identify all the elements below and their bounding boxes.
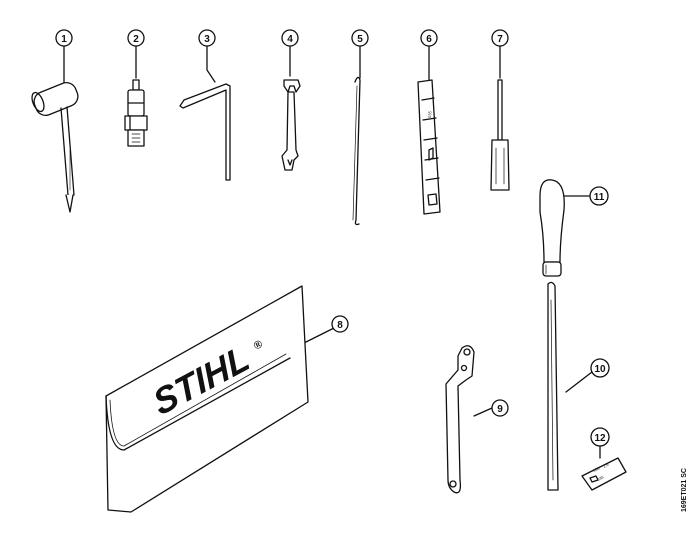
depth-gauge-part-12: 050 1.6 035 [581, 444, 627, 491]
callout-5: 5 [351, 29, 369, 47]
combination-wrench-part-1 [31, 45, 79, 213]
callout-leader-3 [206, 45, 216, 83]
hook-tool-part-5 [352, 45, 361, 226]
screwdriver-part-7 [490, 45, 510, 191]
callout-2: 2 [127, 29, 145, 47]
filing-gauge-part-6: 035 [417, 45, 441, 215]
callout-label-10: 10 [594, 364, 606, 375]
callout-label-3: 3 [204, 34, 210, 45]
gauge-6-marking: 035 [427, 110, 433, 118]
allen-key-part-3 [179, 45, 231, 181]
callout-3: 3 [198, 29, 216, 47]
callout-10: 10 [590, 358, 610, 378]
callout-label-6: 6 [426, 34, 432, 45]
file-handle-part-11 [539, 179, 591, 277]
gauge-12-marking-2: 1.6 [602, 462, 610, 469]
bar-wrench-part-9 [445, 345, 493, 494]
gauge-12-marking-1: 050 [592, 465, 601, 473]
callout-label-8: 8 [337, 320, 343, 331]
round-file-part-10 [547, 281, 593, 491]
callout-leader-8 [299, 327, 335, 346]
callout-1: 1 [55, 29, 73, 47]
callout-label-7: 7 [497, 34, 503, 45]
tool-pouch-part-8: STIHL ® [105, 285, 335, 513]
callout-label-9: 9 [497, 404, 503, 415]
callout-label-2: 2 [133, 34, 139, 45]
callout-7: 7 [491, 29, 509, 47]
callout-leader-9 [473, 407, 493, 417]
callout-label-1: 1 [61, 34, 67, 45]
callout-12: 12 [590, 427, 610, 447]
callout-11: 11 [589, 186, 609, 206]
callout-label-12: 12 [594, 433, 606, 444]
drawing-reference: 169ET021 SC [681, 468, 688, 512]
callout-8: 8 [331, 315, 349, 333]
callout-label-4: 4 [287, 34, 293, 45]
callouts: 1 2 3 4 5 6 7 8 9 10 11 12 [55, 29, 610, 447]
open-end-wrench-part-4 [281, 45, 301, 171]
callout-label-5: 5 [357, 34, 363, 45]
callout-leader-10 [565, 371, 593, 393]
callout-6: 6 [420, 29, 438, 47]
callout-label-11: 11 [594, 192, 605, 203]
callout-4: 4 [281, 29, 299, 47]
spark-plug-part-2 [124, 45, 148, 147]
gauge-12-marking-3: 035 [596, 474, 605, 482]
callout-9: 9 [491, 399, 509, 417]
